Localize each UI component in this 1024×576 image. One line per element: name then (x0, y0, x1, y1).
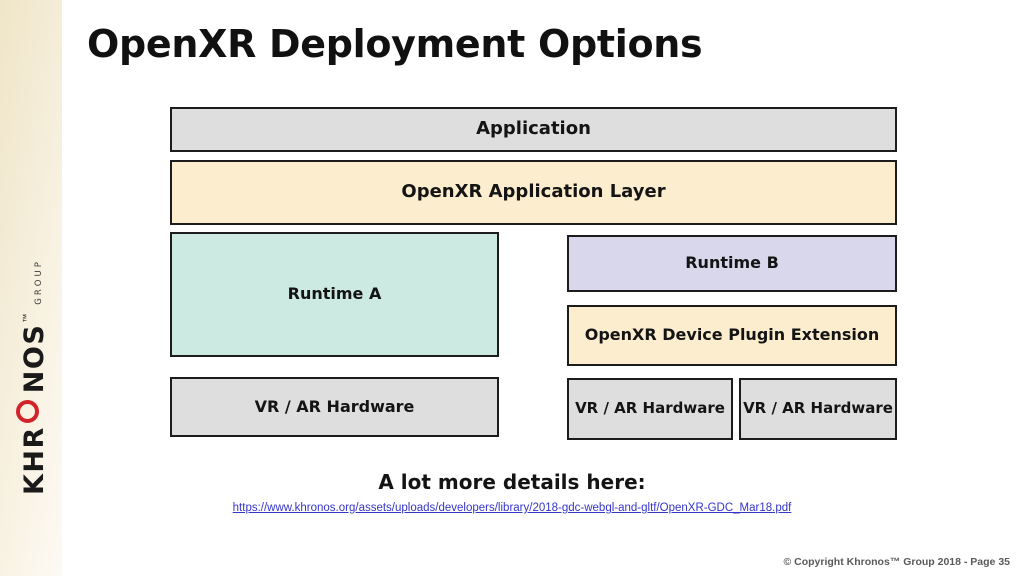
diagram-box-vr-ar-hardware-middle: VR / AR Hardware (567, 378, 733, 440)
diagram-box-openxr-device-plugin-extension: OpenXR Device Plugin Extension (567, 305, 897, 366)
diagram-box-application: Application (170, 107, 897, 152)
diagram-box-vr-ar-hardware-right: VR / AR Hardware (739, 378, 897, 440)
khronos-ring-icon (16, 396, 43, 423)
diagram-box-runtime-a: Runtime A (170, 232, 499, 357)
details-link[interactable]: https://www.khronos.org/assets/uploads/d… (232, 502, 792, 514)
copyright-notice: © Copyright Khronos™ Group 2018 - Page 3… (783, 556, 1010, 568)
diagram-box-runtime-b: Runtime B (567, 235, 897, 292)
page-title: OpenXR Deployment Options (87, 22, 703, 66)
details-heading: A lot more details here: (378, 470, 646, 494)
logo-text-nos: NOS (19, 323, 50, 394)
diagram-box-openxr-application-layer: OpenXR Application Layer (170, 160, 897, 225)
diagram-box-vr-ar-hardware-left: VR / AR Hardware (170, 377, 499, 437)
logo-text-group: GROUP (34, 259, 44, 305)
trademark-symbol: ™ (21, 313, 31, 323)
